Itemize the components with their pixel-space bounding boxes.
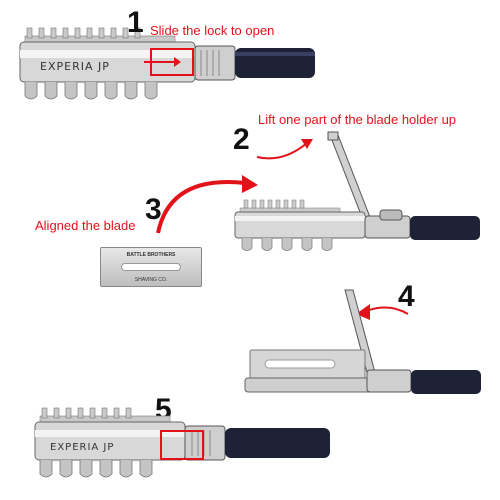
- step-2-text: Lift one part of the blade holder up: [258, 112, 457, 127]
- blade-brand-top: BATTLE BROTHERS: [126, 252, 176, 258]
- arrow-curve-up-icon: [156, 175, 258, 234]
- razor-closed-icon: [19, 27, 315, 100]
- step-3-panel: 3 Aligned the blade BATTLE BROTHERS SHAV…: [0, 175, 260, 300]
- step-3-number: 3: [145, 193, 162, 226]
- step-4-number: 4: [398, 280, 415, 313]
- blade-slot: [121, 263, 181, 271]
- razor-brand-label: EXPERIA JP: [40, 60, 110, 73]
- step-2-panel: Lift one part of the blade holder up 2: [0, 105, 500, 265]
- lock-highlight-box-final: [160, 430, 204, 460]
- step-1-text: Slide the lock to open: [150, 23, 275, 38]
- step-1-number: 1: [127, 6, 144, 39]
- step-2-number: 2: [233, 123, 250, 156]
- razor-open-icon: [234, 131, 480, 251]
- arrow-curve-icon: [256, 139, 313, 160]
- blade-icon: BATTLE BROTHERS SHAVING CO.: [100, 247, 202, 287]
- razor-open-with-blade-icon: [244, 289, 481, 394]
- arrow-right-icon: [144, 57, 181, 67]
- step-3-text: Aligned the blade: [35, 218, 136, 233]
- step-1-panel: EXPERIA JP 1 Slide the lock to open: [0, 0, 500, 120]
- razor-closed-final-icon: [34, 407, 330, 478]
- arrow-left-icon: [356, 304, 409, 320]
- step-4-panel: 4: [230, 280, 500, 410]
- step-5-panel: 5 EXPERIA JP: [0, 390, 500, 500]
- razor-brand-label-final: EXPERIA JP: [50, 442, 115, 453]
- blade-brand-bottom: SHAVING CO.: [134, 277, 168, 283]
